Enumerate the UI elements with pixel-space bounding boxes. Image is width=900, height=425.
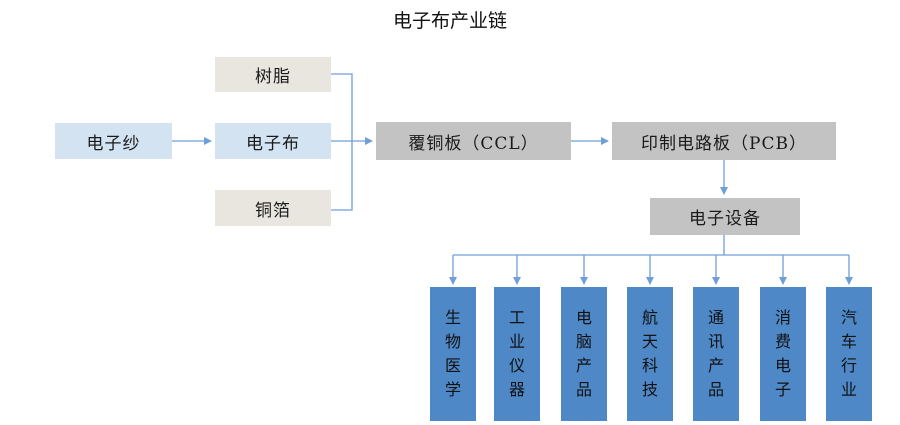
node-pcb: 印制电路板（PCB）: [612, 122, 836, 160]
app-label: 电脑产品: [575, 308, 592, 399]
node-electronic-cloth: 电子布: [215, 123, 331, 159]
app-label: 航天科技: [641, 308, 658, 399]
app-aerospace: 航天科技: [627, 287, 673, 421]
app-biomedical: 生物医学: [430, 287, 476, 421]
node-ccl: 覆铜板（CCL）: [376, 122, 571, 160]
app-label: 汽车行业: [840, 308, 857, 399]
app-automotive: 汽车行业: [826, 287, 872, 421]
bracket-resin-foil: [331, 73, 353, 211]
node-copper-foil: 铜箔: [215, 190, 331, 226]
node-electronic-devices: 电子设备: [650, 198, 800, 235]
app-label: 工业仪器: [508, 308, 525, 399]
node-resin: 树脂: [215, 57, 331, 92]
diagram-title: 电子布产业链: [392, 10, 507, 32]
app-label: 通讯产品: [707, 308, 724, 399]
app-communication-products: 通讯产品: [693, 287, 739, 421]
app-consumer-electronics: 消费电子: [760, 287, 806, 421]
app-industrial-instruments: 工业仪器: [494, 287, 540, 421]
app-label: 生物医学: [444, 308, 461, 399]
app-label: 消费电子: [774, 308, 791, 399]
app-computer-products: 电脑产品: [561, 287, 607, 421]
node-electronic-yarn: 电子纱: [55, 123, 172, 159]
